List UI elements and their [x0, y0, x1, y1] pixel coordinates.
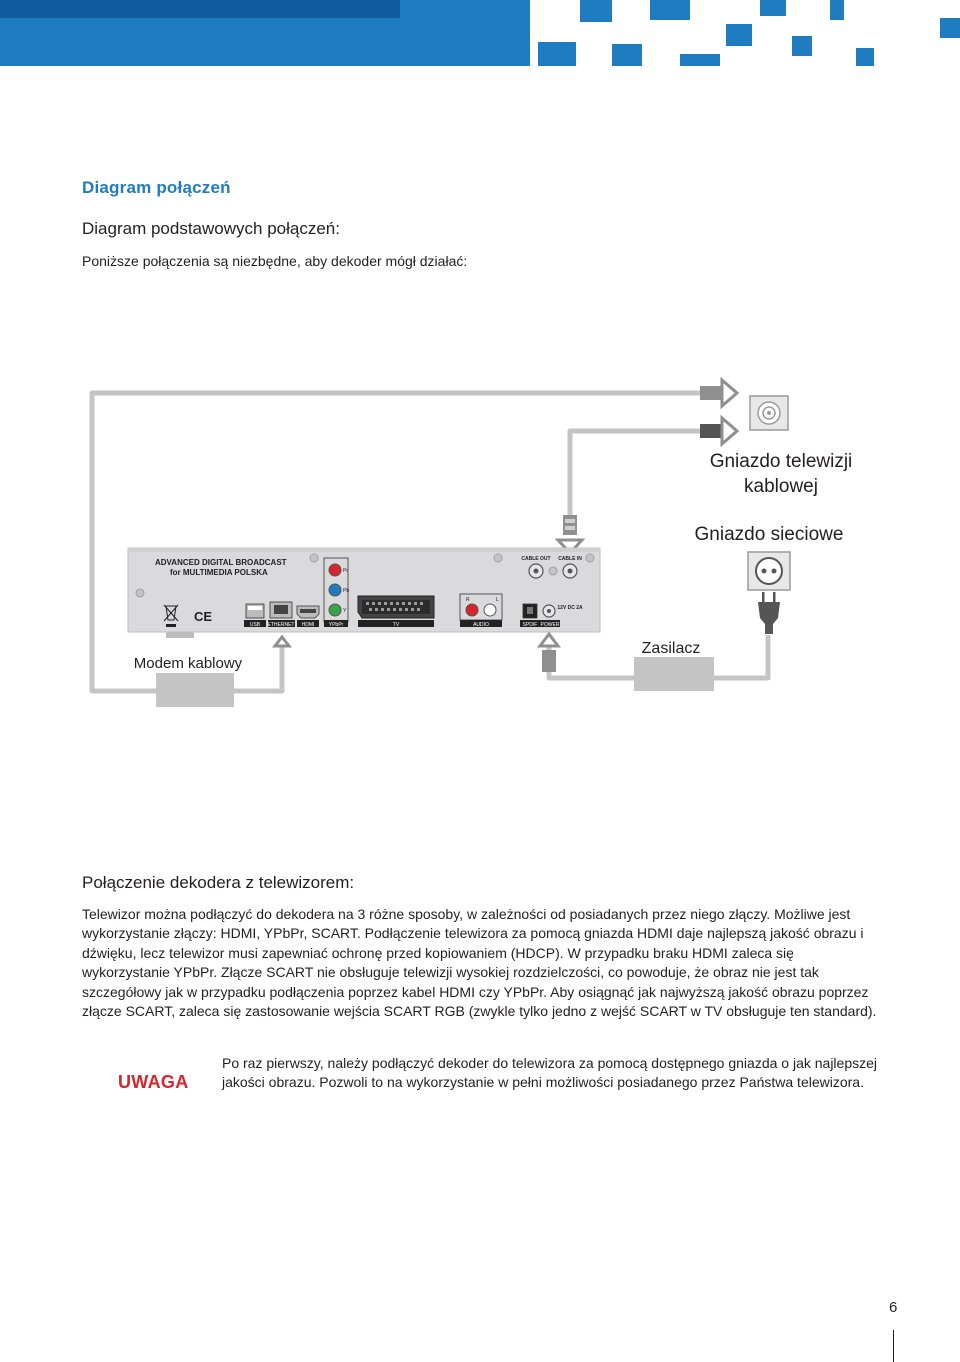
ethernet-plug-arrow — [271, 634, 293, 648]
section-title: Diagram połączeń — [82, 178, 231, 197]
tv-connection-heading: Połączenie dekodera z telewizorem: — [82, 873, 355, 892]
port-label-tv: TV — [393, 622, 400, 628]
coax-plug-receiver — [554, 515, 586, 556]
receiver-brand-line2: for MULTIMEDIA POLSKA — [170, 568, 268, 577]
port-label-usb: USB — [250, 622, 261, 628]
power-supply-box — [634, 657, 714, 691]
port-label-audio: AUDIO — [473, 622, 489, 628]
svg-text:Pr: Pr — [343, 568, 348, 574]
modem-box — [156, 673, 234, 707]
warning-text: Po raz pierwszy, należy podłączyć dekode… — [222, 1055, 878, 1091]
header-banner — [0, 0, 960, 66]
subtitle: Diagram podstawowych połączeń: — [82, 219, 340, 238]
port-label-cable-in: CABLE IN — [558, 556, 582, 562]
port-label-cable-out: CABLE OUT — [521, 556, 550, 562]
power-supply-label: Zasilacz — [642, 640, 701, 657]
port-label-power: POWER — [541, 622, 560, 628]
svg-text:L: L — [496, 597, 499, 603]
receiver-brand-line1: ADVANCED DIGITAL BROADCAST — [155, 558, 287, 567]
receiver-back-panel: ADVANCED DIGITAL BROADCAST for MULTIMEDI… — [127, 547, 601, 633]
warning-label: UWAGA — [118, 1072, 189, 1092]
port-label-ypbpr: YPbPr — [329, 622, 344, 628]
audio-left-jack — [483, 603, 497, 617]
power-cable-wall — [712, 635, 771, 681]
svg-text:R: R — [466, 597, 470, 603]
weee-bin-icon — [163, 604, 179, 627]
cable-tv-socket-icon — [749, 395, 789, 431]
ypbpr-y-jack — [328, 603, 342, 617]
modem-coax-cable — [89, 390, 725, 694]
port-label-ethernet: ETHERNET — [268, 622, 295, 628]
svg-text:Y: Y — [343, 608, 347, 614]
tv-connection-paragraph: Telewizor można podłączyć do dekodera na… — [82, 906, 877, 1020]
port-label-hdmi: HDMI — [302, 622, 315, 628]
power-plug-icon — [758, 592, 780, 634]
power-socket-label: Gniazdo sieciowe — [695, 524, 844, 545]
audio-right-jack — [465, 603, 479, 617]
receiver-power-plug — [537, 631, 561, 672]
connection-diagram: Gniazdo telewizji kablowej Gniazdo sieci… — [89, 376, 853, 707]
power-socket-icon — [747, 551, 791, 591]
ce-mark: CE — [194, 609, 212, 624]
cable-socket-label-line2: kablowej — [744, 476, 818, 497]
cable-socket-label: Gniazdo telewizji — [710, 451, 853, 472]
power-rating: 12V DC 2A — [557, 605, 583, 611]
page-number: 6 — [889, 1299, 898, 1316]
intro-text: Poniższe połączenia są niezbędne, aby de… — [82, 253, 468, 269]
ypbpr-pr-jack — [328, 563, 342, 577]
ypbpr-pb-jack — [328, 583, 342, 597]
ethernet-cable — [232, 640, 285, 694]
svg-text:Pb: Pb — [343, 588, 349, 594]
coax-plug-bottom — [700, 414, 740, 448]
port-label-spdif: SPDIF — [523, 622, 538, 628]
modem-label: Modem kablowy — [134, 655, 243, 672]
coax-plug-top — [700, 376, 740, 410]
receiver-coax-cable — [567, 428, 727, 520]
power-cable-receiver — [546, 646, 636, 681]
page-number-rule — [893, 1330, 894, 1362]
